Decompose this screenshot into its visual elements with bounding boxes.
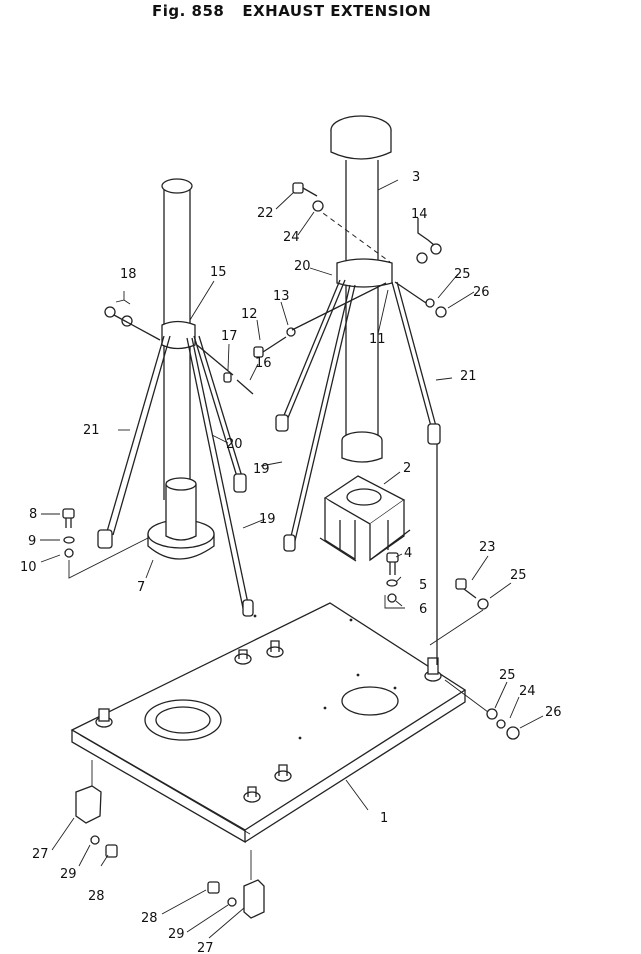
callout-3: 3 <box>412 170 420 185</box>
callout-19-right: 19 <box>253 462 270 477</box>
right-exhaust-assembly <box>253 115 447 665</box>
callout-22: 22 <box>257 206 274 221</box>
callout-9: 9 <box>28 534 36 549</box>
figure-number: Fig. 858 <box>152 2 225 20</box>
figure-title: Fig. 858 EXHAUST EXTENSION <box>152 2 431 20</box>
callout-11: 11 <box>369 332 386 347</box>
callout-25-middle: 25 <box>510 568 527 583</box>
callout-20-left: 20 <box>226 437 243 452</box>
callout-2: 2 <box>403 461 411 476</box>
callout-27-bottom: 27 <box>197 941 214 954</box>
callout-16: 16 <box>255 356 272 371</box>
base-plate <box>70 602 467 844</box>
callout-20-right: 20 <box>294 259 311 274</box>
callout-24-upper: 24 <box>283 230 300 245</box>
figure-name: EXHAUST EXTENSION <box>242 2 432 20</box>
callout-6: 6 <box>419 602 427 617</box>
callout-24-lower: 24 <box>519 684 536 699</box>
callout-10: 10 <box>20 560 37 575</box>
callout-8: 8 <box>29 507 37 522</box>
loose-hardware <box>62 508 520 919</box>
callout-labels: 1 2 3 4 5 6 7 8 9 10 11 12 13 14 15 16 1… <box>20 170 562 954</box>
left-exhaust-assembly <box>97 178 254 617</box>
callout-25-lower: 25 <box>499 668 516 683</box>
callout-18: 18 <box>120 267 137 282</box>
callout-12: 12 <box>241 307 258 322</box>
callout-26-upper: 26 <box>473 285 490 300</box>
callout-19-left: 19 <box>259 512 276 527</box>
callout-29-bottom: 29 <box>168 927 185 942</box>
callout-1: 1 <box>380 811 388 826</box>
callout-28-bottom: 28 <box>141 911 158 926</box>
callout-4: 4 <box>404 546 412 561</box>
callout-28-left: 28 <box>88 889 105 904</box>
callout-21-right: 21 <box>460 369 477 384</box>
callout-5: 5 <box>419 578 427 593</box>
callout-13: 13 <box>273 289 290 304</box>
callout-15: 15 <box>210 265 227 280</box>
bracket-part-2 <box>319 475 411 562</box>
callout-27-left: 27 <box>32 847 49 862</box>
callout-26-lower: 26 <box>545 705 562 720</box>
callout-21-left: 21 <box>83 423 100 438</box>
callout-17: 17 <box>221 329 238 344</box>
leader-lines <box>40 179 544 939</box>
callout-7: 7 <box>137 580 145 595</box>
callout-29-left: 29 <box>60 867 77 882</box>
callout-25-upper: 25 <box>454 267 471 282</box>
callout-14: 14 <box>411 207 428 222</box>
callout-23: 23 <box>479 540 496 555</box>
